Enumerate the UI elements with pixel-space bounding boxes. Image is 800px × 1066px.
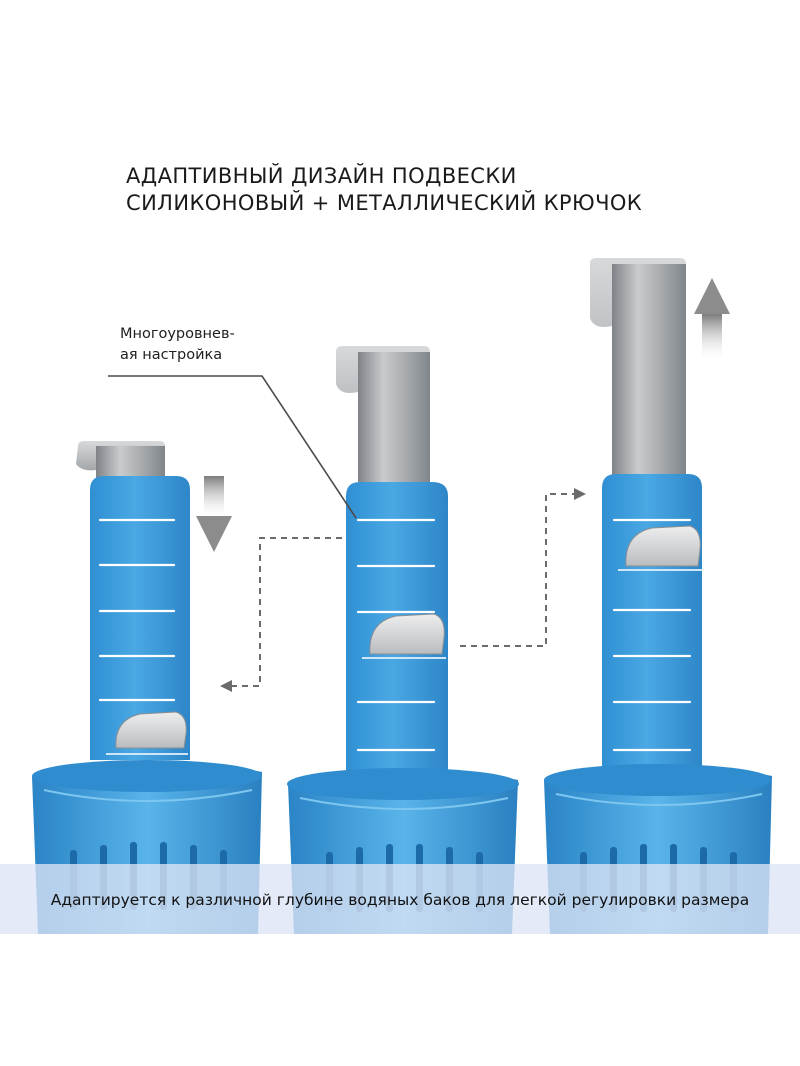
hanger-middle	[287, 346, 519, 934]
dashed-arrow-right-head	[574, 488, 586, 500]
callout-leader-line	[108, 375, 357, 519]
caption-text: Адаптируется к различной глубине водяных…	[50, 891, 750, 909]
callout-line-2: ая настройка	[120, 347, 223, 363]
headline-line-2: СИЛИКОНОВЫЙ + МЕТАЛЛИЧЕСКИЙ КРЮЧОК	[126, 191, 643, 215]
caption-band	[0, 864, 800, 934]
arrow-down-icon	[196, 476, 232, 552]
callout-line-1: Многоуровнев-	[120, 326, 235, 342]
dashed-arrow-left-icon	[232, 537, 342, 687]
dashed-arrow-right-icon	[460, 493, 574, 647]
hanger-right	[544, 258, 772, 934]
arrow-up-icon	[694, 278, 730, 358]
headline-line-1: АДАПТИВНЫЙ ДИЗАЙН ПОДВЕСКИ	[126, 164, 517, 188]
callout-label: Многоуровнев- ая настройка	[120, 324, 235, 366]
dashed-arrow-left-head	[220, 680, 232, 692]
